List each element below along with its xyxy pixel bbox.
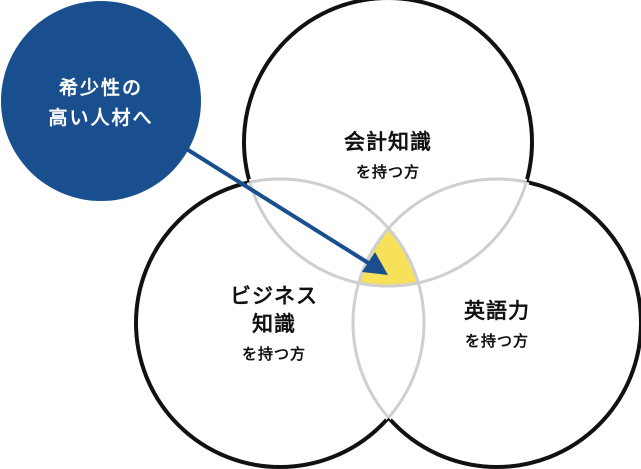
callout-arrow-line (183, 146, 372, 266)
left-circle-title-2: 知識 (252, 312, 296, 336)
top-circle-title: 会計知識 (344, 130, 432, 154)
right-circle-title: 英語力 (464, 299, 530, 323)
left-circle-title: ビジネス (230, 284, 318, 308)
circle-right-fill (353, 179, 641, 467)
top-circle-subtitle: を持つ方 (356, 163, 420, 181)
callout-line-1: 希少性の (59, 76, 143, 99)
callout-bubble (1, 1, 201, 201)
left-circle-subtitle: を持つ方 (242, 345, 306, 363)
right-circle-subtitle: を持つ方 (465, 332, 529, 350)
callout-line-2: 高い人材へ (48, 106, 153, 129)
callout-arrow-head (362, 252, 388, 275)
